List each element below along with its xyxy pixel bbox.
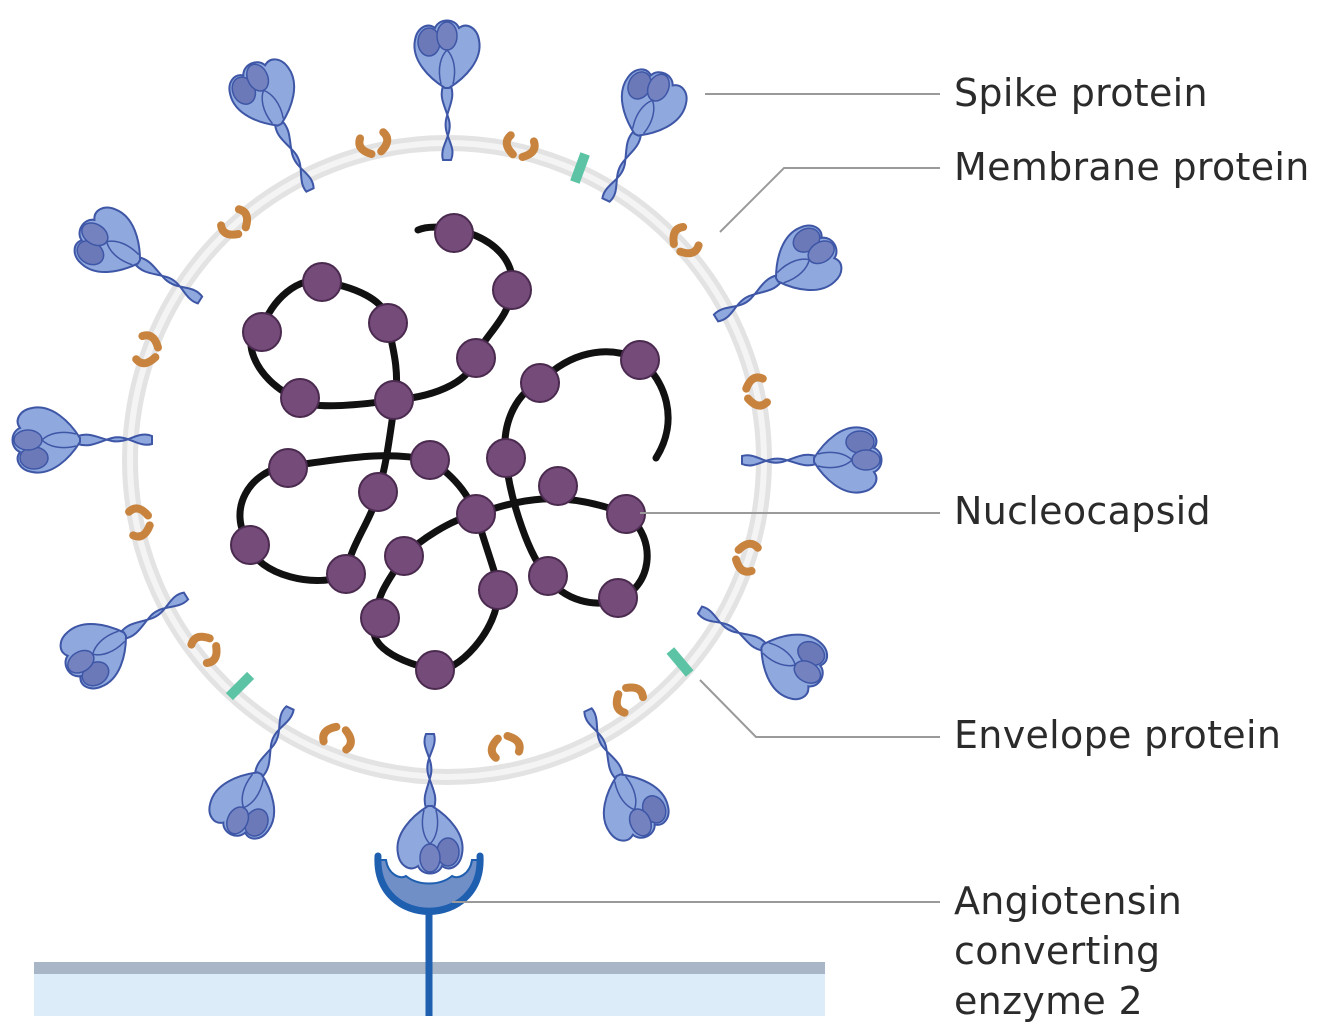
spike-proteins [11,19,883,875]
label-membrane-protein: Membrane protein [954,145,1310,189]
label-spike-protein: Spike protein [954,71,1208,115]
label-ace2-line1: Angiotensin [954,879,1183,923]
ace2-receptor [374,852,484,1016]
label-ace2-line3: enzyme 2 [954,979,1143,1023]
label-nucleocapsid: Nucleocapsid [954,489,1211,533]
leader-lines [452,93,940,903]
envelope-proteins [225,152,694,701]
membrane-leader [719,167,940,233]
label-envelope-protein: Envelope protein [954,713,1282,757]
nucleocapsid-beads [230,213,660,690]
envelope-leader [699,679,940,738]
label-ace2-line2: converting [954,929,1161,973]
